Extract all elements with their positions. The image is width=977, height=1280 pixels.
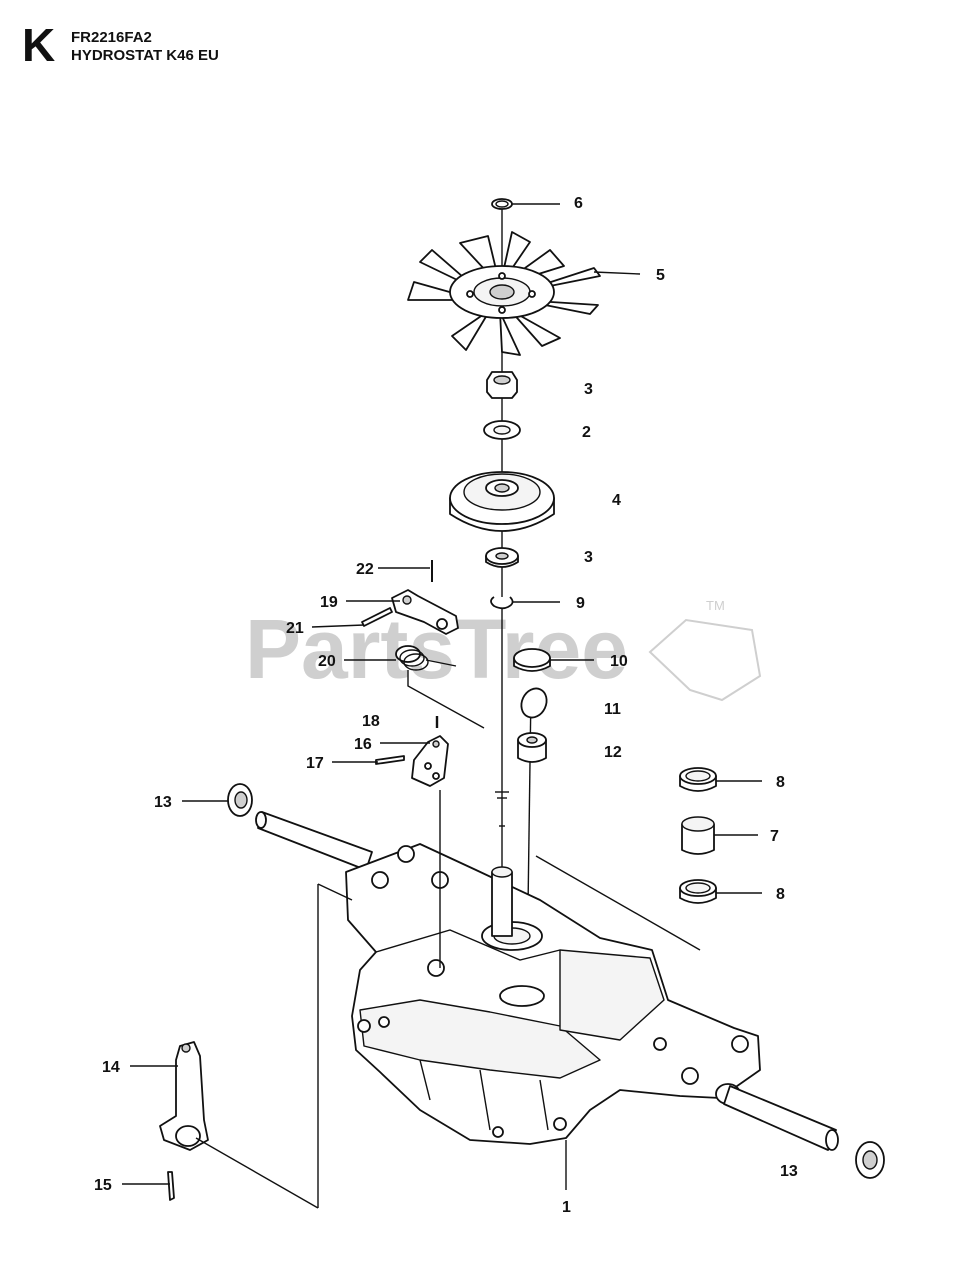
part-13-seal-right [855, 1141, 885, 1179]
callout-9: 9 [576, 595, 585, 612]
callout-7: 7 [770, 828, 779, 845]
reference-line-upper-left [407, 670, 485, 729]
callout-labels: 6 5 3 2 4 3 22 19 9 21 20 10 11 18 16 12… [94, 195, 798, 1216]
part-12-bearing-block [517, 732, 547, 763]
part-14-control-arm [159, 1041, 209, 1151]
callout-21: 21 [286, 620, 304, 637]
part-20-spring [395, 645, 457, 671]
leader-lines [122, 203, 762, 1190]
callout-2: 2 [582, 424, 591, 441]
part-17-pin [375, 755, 405, 765]
callout-15: 15 [94, 1177, 112, 1194]
model-code: FR2216FA2 [71, 29, 152, 46]
part-3-spacer-lower [485, 547, 519, 568]
part-6-retaining-ring [491, 198, 513, 210]
callout-12: 12 [604, 744, 622, 761]
callout-11: 11 [604, 701, 621, 718]
section-letter: K [22, 19, 56, 71]
part-8-bushing-upper [679, 767, 717, 792]
callout-8-lower: 8 [776, 886, 785, 903]
callout-6: 6 [574, 195, 583, 212]
callout-22: 22 [356, 561, 374, 578]
callout-3-lower: 3 [584, 549, 593, 566]
callout-4: 4 [612, 492, 621, 509]
part-15-pin [167, 1171, 175, 1201]
callout-10: 10 [610, 653, 628, 670]
reference-line-arm [195, 1137, 319, 1209]
axle-right [715, 1083, 839, 1151]
part-16-bracket [411, 735, 449, 787]
callout-3-upper: 3 [584, 381, 593, 398]
callout-5: 5 [656, 267, 665, 284]
callout-8-upper: 8 [776, 774, 785, 791]
callout-13-right: 13 [780, 1163, 798, 1180]
reference-line-left-top [317, 883, 353, 901]
part-1-transaxle-housing [345, 843, 761, 1145]
callout-18: 18 [362, 713, 380, 730]
part-3-nut-upper [486, 371, 518, 399]
axle-left [255, 811, 373, 871]
shaft-key [495, 791, 509, 827]
diagram-title: HYDROSTAT K46 EU [71, 47, 219, 64]
watermark-tm: TM [706, 598, 725, 613]
callout-16: 16 [354, 736, 372, 753]
callout-20: 20 [318, 653, 336, 670]
callout-1: 1 [562, 1199, 571, 1216]
part-11-o-ring [520, 687, 548, 719]
part-9-circlip [490, 596, 514, 610]
part-5-cooling-fan [407, 231, 601, 356]
reference-line-right [535, 855, 701, 951]
callout-17: 17 [306, 755, 324, 772]
callout-13-left: 13 [154, 794, 172, 811]
part-2-washer [483, 420, 521, 440]
callout-19: 19 [320, 594, 338, 611]
callout-14: 14 [102, 1059, 120, 1076]
part-8-bushing-lower [679, 879, 717, 904]
watermark: PartsTree TM [245, 598, 725, 696]
part-7-sleeve [681, 816, 715, 855]
part-13-seal-left [227, 783, 253, 817]
part-19-lever-arm [391, 589, 459, 635]
oil-reservoir [648, 618, 762, 702]
part-4-pulley [449, 471, 555, 532]
part-10-cap [513, 648, 551, 672]
